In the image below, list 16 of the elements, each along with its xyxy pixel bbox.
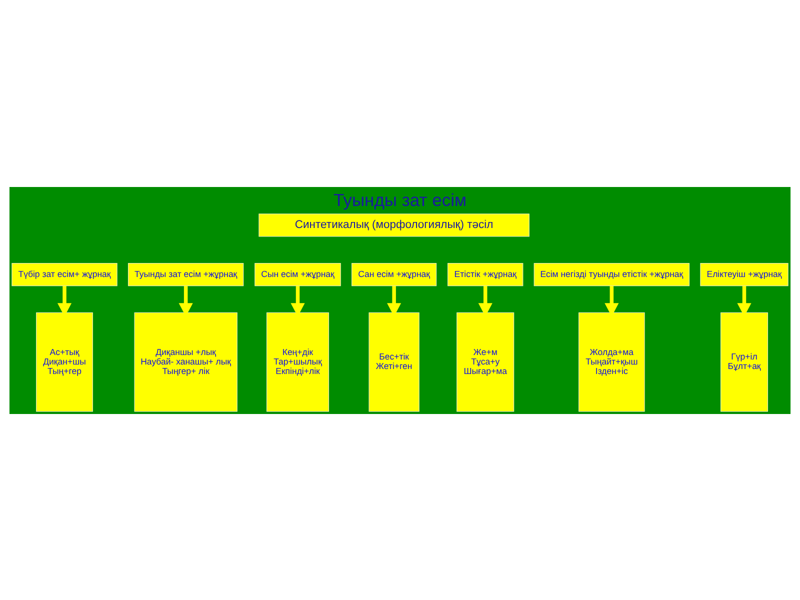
node-box: Сан есім +жұрнақ [352, 262, 437, 286]
node-box: Кең+дік Тар+шылық Екпінді+лік [266, 312, 330, 412]
node-box: Еліктеуіш +жұрнақ [700, 262, 788, 286]
node-box: Есім негізді туынды етістік +жұрнақ [534, 262, 690, 286]
node-box: Түбір зат есім+ жұрнақ [12, 262, 118, 286]
node-box: Ас+тық Диқан+шы Тың+гер [36, 312, 93, 412]
node-box: Бес+тік Жеті+ген [368, 312, 420, 412]
node-box: Диқаншы +лық Наубай- ханашы+ лық Тыңгер+ лік [134, 312, 238, 412]
node-box: Етістік +жұрнақ [448, 262, 524, 286]
node-box: Туынды зат есім +жұрнақ [128, 262, 244, 286]
node-box: Гүр+іл Бұлт+ақ [720, 312, 768, 412]
node-box: Жолда+ма Тыңайт+қыш Ізден+іс [578, 312, 645, 412]
node-box: Синтетикалық (морфологиялық) тәсіл [258, 213, 530, 236]
diagram-title: Туынды зат есім [333, 190, 467, 210]
node-box: Же+м Тұса+у Шығар+ма [456, 312, 514, 412]
node-box: Сын есім +жұрнақ [254, 262, 341, 286]
